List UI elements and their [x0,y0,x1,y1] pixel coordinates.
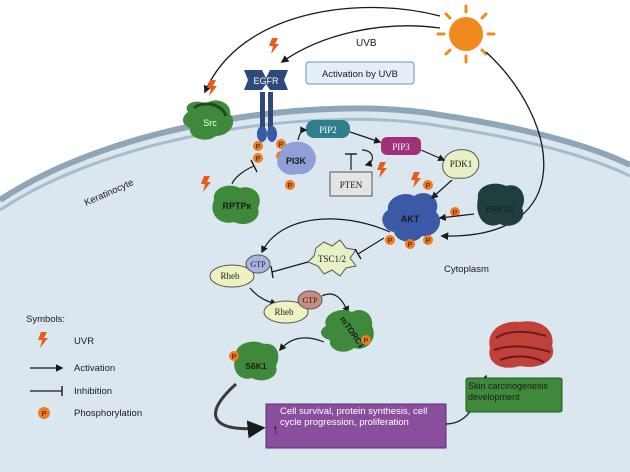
outcome-text-wrap: Cell survival, protein synthesis, cell c… [280,406,428,428]
egfr-receptor [244,70,288,142]
phospho-mtorc1: P [361,335,371,345]
lightning-icon [207,80,217,96]
uvb-arrow-to-egfr [280,25,441,63]
cell-membrane-outer [0,105,630,203]
erk-label: ERK1/2 [486,205,514,214]
pi3k-label: PI3K [286,156,307,166]
svg-text:P: P [426,183,431,190]
rptpk-to-egfr-inhibition [231,165,255,185]
pi3k-protein [277,141,317,175]
pdk1-to-akt-arrow [430,179,453,199]
phospho-akt-3: P [423,235,433,245]
svg-text:P: P [256,156,261,163]
gtp-label-2: GTP [302,296,318,305]
s6k1-to-outcome-arrow [214,382,266,439]
pip2-label: PIP2 [319,125,337,135]
phospho-egfr-2: P [253,153,263,163]
tsc-to-rheb-inhibition [271,261,309,273]
outcome-box [265,403,447,449]
gtp-1 [245,254,271,274]
svg-text:P: P [279,142,284,149]
activation-by-uvb-box [305,61,415,85]
rheb-label-1: Rheb [221,271,240,281]
rptpk-protein [212,185,260,225]
tsc-rheb-inhibition-bar [270,265,274,279]
phospho-akt-2: P [405,239,415,249]
legend-inhibition: Inhibition [74,386,112,397]
legend-phosphorylation: Phosphorylation [74,408,142,419]
phospho-akt-1: P [385,235,395,245]
tsc-label: TSC1/2 [318,254,346,264]
akt-label: AKT [401,214,420,224]
outcome-label: Cell survival, protein synthesis, cell c… [280,406,428,428]
pip3-box [381,137,421,155]
legend-phospho-icon [38,407,50,419]
akt-tsc-inhibition-bar [354,248,362,260]
skin-tumor-icon [489,321,554,368]
legend-activation: Activation [74,363,115,374]
tsc-protein [307,239,357,277]
pten-box [329,171,373,197]
pdk1-protein [442,149,480,179]
legend-uvr: UVR [74,336,94,347]
erk-protein [477,183,525,226]
rptpk-label: RPTPκ [222,201,252,211]
svg-text:P: P [426,238,431,245]
src-label: Src [203,118,217,128]
skin-text-wrap: Skin carcinogenesis development [468,381,549,402]
svg-text:P: P [288,183,293,190]
akt-to-tsc-inhibition [357,237,385,255]
svg-text:P: P [408,242,413,249]
legend: Symbols: UVR Activation Inhibition P Pho… [26,314,142,419]
rptpk-inhibition-bar [250,159,258,173]
mtorc1-to-s6k1-arrow [279,337,325,352]
rheb-to-mtorc1-arrow [321,293,350,314]
pi3k-to-pip2-arrow [297,126,308,141]
skin-carcinogenesis-box [465,377,563,413]
lightning-icon [269,38,279,54]
pip3-to-pdk1-arrow [420,149,446,162]
pip3-to-pip2-arrow [361,149,373,167]
mtorc1-protein [321,309,374,352]
phospho-s6k1: P [229,351,239,361]
pip3-label: PIP3 [392,142,410,152]
uvb-arrow-to-src [203,6,441,94]
uvb-label: UVB [356,38,377,49]
activation-by-uvb-label: Activation by UVB [322,69,398,80]
rheb-inactive [209,264,255,288]
sun-icon [436,4,496,64]
phospho-pi3k: P [285,180,295,190]
pip2-box [306,120,350,138]
svg-text:P: P [232,354,237,361]
svg-text:P: P [364,338,369,345]
pten-label: PTEN [340,180,363,190]
akt-to-rheb-arrow [261,218,391,254]
legend-phospho-p: P [41,409,46,418]
cell-membrane-inner [0,117,630,212]
rheb-label-2: Rheb [275,307,294,317]
akt-protein [382,193,441,242]
skin-label: Skin carcinogenesis development [468,381,549,402]
egfr-label: EGFR [253,76,279,86]
rheb-active [263,300,309,324]
cytoplasm-label: Cytoplasm [444,264,489,275]
pip2-to-pip3-arrow [349,131,382,144]
svg-text:P: P [388,238,393,245]
s6k1-protein [234,341,279,381]
uvb-arrow-to-akt [440,51,545,241]
phospho-erk: P [450,207,460,217]
s6k1-label: S6K1 [245,361,267,371]
svg-text:P: P [256,144,261,151]
pdk1-label: PDK1 [450,159,473,169]
gtp-2 [297,290,323,310]
gtp-label-1: GTP [250,260,266,269]
legend-title: Symbols: [26,314,65,325]
src-protein [183,100,234,140]
phospho-pdk1: P [423,180,433,190]
svg-text:P: P [453,210,458,217]
erk-to-akt-arrow [438,213,475,221]
phospho-egfr-1: P [253,141,263,151]
outcome-arrow-icon: ↑ [272,421,279,437]
